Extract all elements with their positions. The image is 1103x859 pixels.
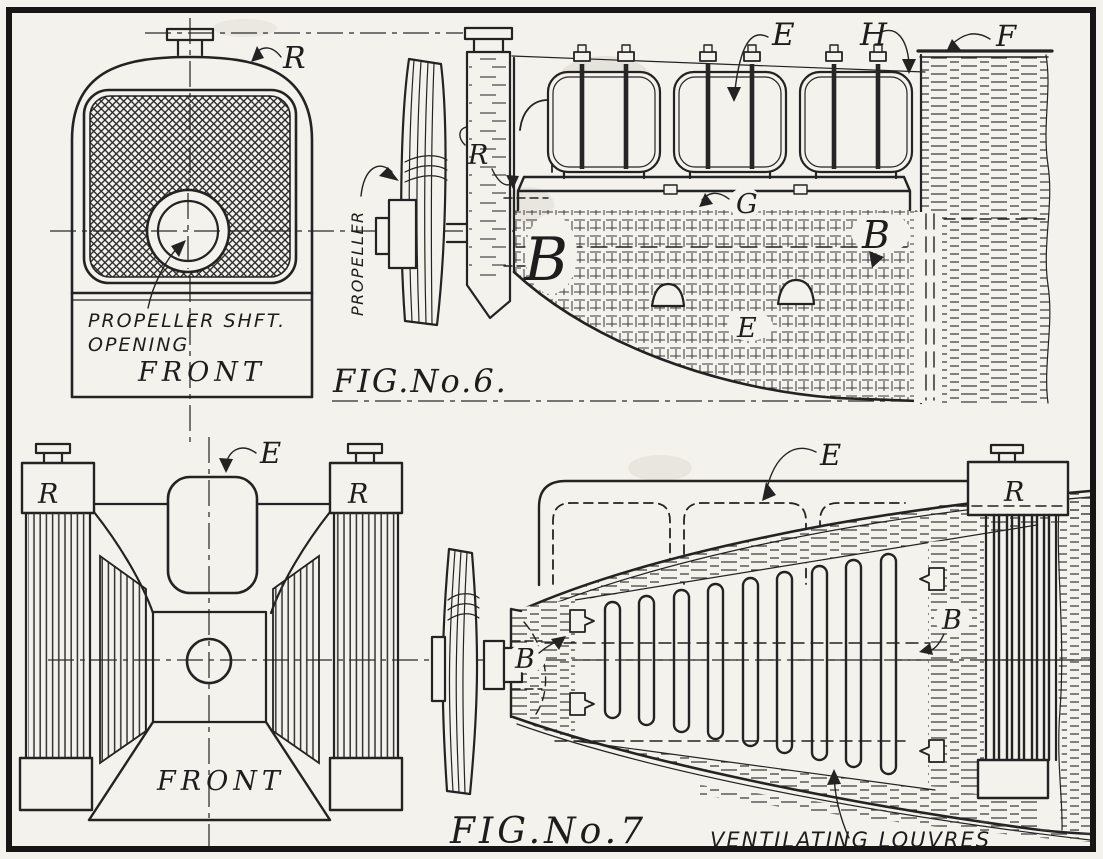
- fig7-front-view: R R FRONT E: [18, 436, 404, 822]
- fig7-plan-view: R E B B VENTILATING LOUVRES FIG.No.7: [430, 438, 1092, 852]
- fig7-front-view-name: FRONT: [156, 766, 285, 797]
- right-wing-radiator: R: [328, 442, 404, 812]
- drawing-border: [6, 7, 1096, 852]
- fig6-fuselage-label: F: [995, 19, 1017, 53]
- fig7-front-engine-label: E: [259, 436, 281, 470]
- fuselage-side-hatch: [514, 210, 918, 401]
- fig6-hidden-engine-label: E: [736, 313, 757, 344]
- nose-cone-hatch: [511, 599, 575, 742]
- propeller-blade: [400, 57, 447, 327]
- fig6-engine-label: E: [771, 17, 795, 53]
- panel-clips: [569, 567, 945, 763]
- propeller-shaft-note-line1: PROPELLER SHFT.: [88, 310, 286, 332]
- plan-radiator: R: [939, 443, 1070, 800]
- radiator-duct-hatch: [928, 538, 984, 790]
- fuselage-block: [914, 49, 1054, 405]
- propeller-label: PROPELLER: [348, 210, 367, 316]
- fig6-cowl-label-left: B: [523, 225, 568, 295]
- fig7-left-radiator-label: R: [37, 479, 58, 510]
- fig6-caption: FIG.No.6.: [332, 362, 508, 400]
- fig7-plan-engine-label: E: [819, 438, 841, 472]
- radiator-lower-tank: [70, 291, 314, 399]
- right-louvre-blind: [272, 554, 320, 765]
- engine-hump: [166, 475, 259, 595]
- fig6-side-radiator-label: R: [467, 140, 488, 171]
- radiator-shell: [70, 55, 314, 295]
- propeller-shaft-opening: [145, 188, 231, 274]
- cowl-top-hatch: [519, 492, 1090, 612]
- fig6-front-view: R PROPELLER SHFT. OPENING FRONT: [70, 27, 314, 399]
- propeller-shaft-note-line2: OPENING: [88, 334, 189, 356]
- fig7-nose-label: B: [514, 644, 535, 675]
- shaft-opening: [185, 637, 233, 685]
- plan-propeller-blade: [441, 547, 479, 796]
- fig7-right-radiator-label: R: [347, 479, 368, 510]
- filler-cap: [165, 27, 215, 42]
- fig6-front-view-name: FRONT: [137, 357, 266, 388]
- fig7-caption: FIG.No.7: [449, 811, 647, 852]
- center-panel: [151, 610, 268, 724]
- left-wing-radiator: R: [18, 442, 96, 812]
- radiator-core-dashes: [469, 56, 508, 282]
- engine-bed: [516, 175, 912, 212]
- left-louvre-blind: [99, 554, 147, 765]
- propeller-hub: [374, 216, 391, 256]
- fig7-plan-radiator-label: R: [1003, 477, 1024, 508]
- propeller-shaft: [445, 222, 469, 244]
- fig6-bulkhead-label: H: [859, 17, 888, 53]
- radiator-grille-mesh: [89, 95, 291, 278]
- fig6-crankcase-label: G: [736, 189, 758, 220]
- fig6-cowl-label-right: B: [861, 213, 890, 257]
- fig6-side-view: B B E E H F G R: [332, 17, 1054, 405]
- cowl-bottom-hatch: [513, 717, 1040, 830]
- fig6-front-radiator-label: R: [282, 41, 306, 76]
- fig7-side-label: B: [941, 605, 962, 636]
